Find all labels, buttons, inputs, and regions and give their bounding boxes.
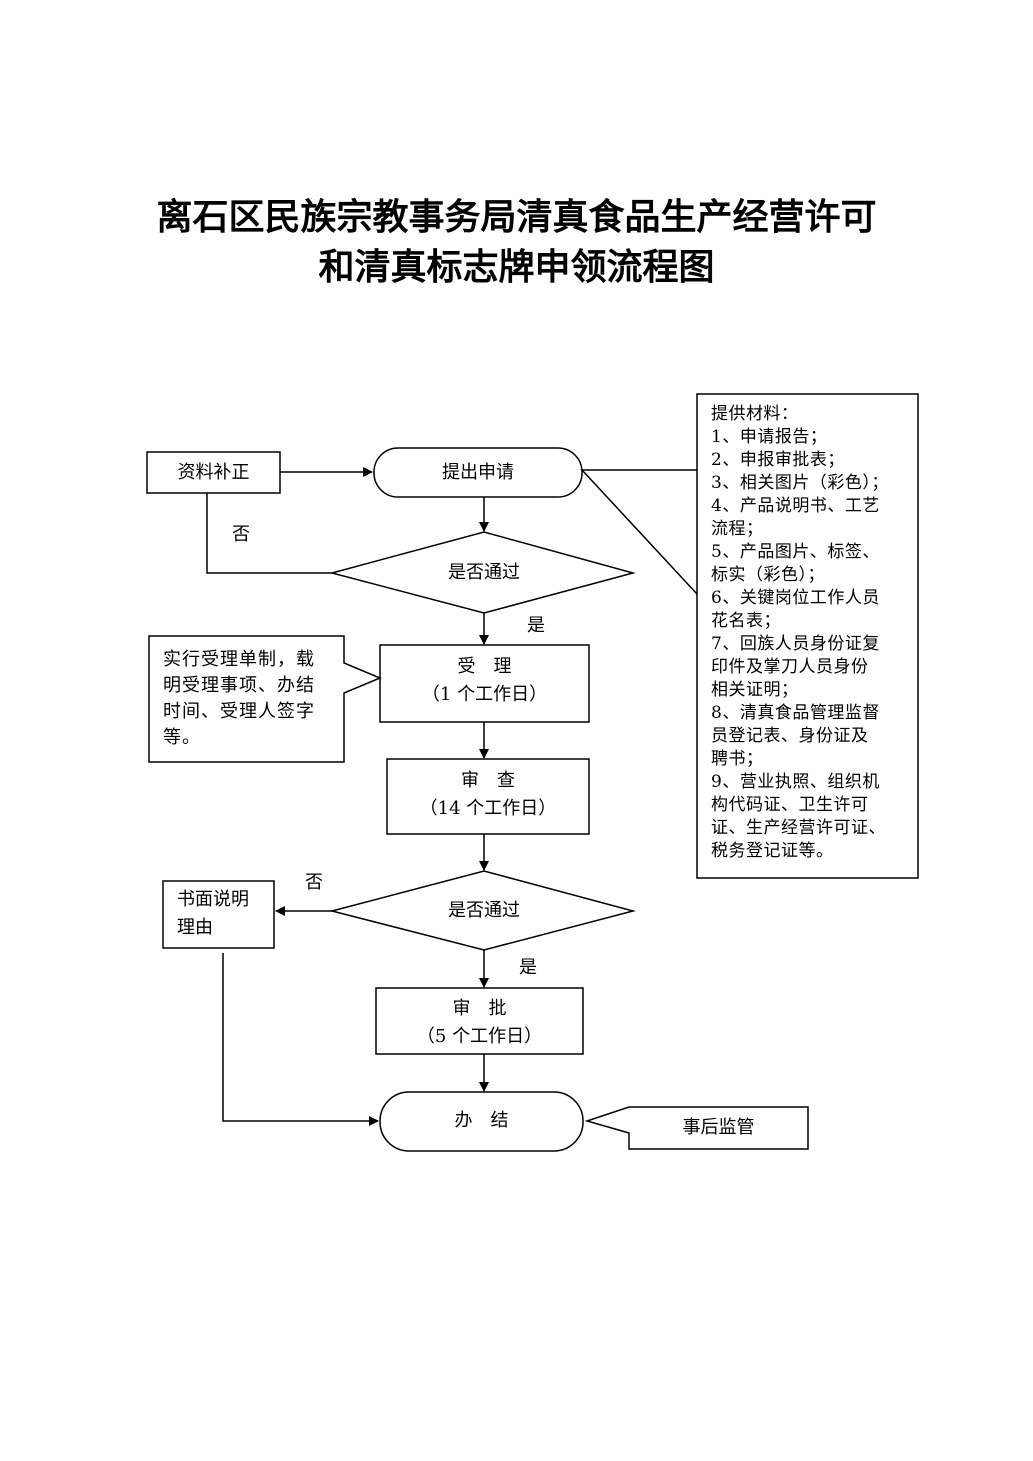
explain-box — [162, 880, 275, 949]
materials-line: 聘书； — [711, 749, 764, 769]
materials-line: 流程； — [711, 519, 764, 539]
materials-line: 标实（彩色）； — [711, 565, 825, 585]
check2-label: 是否通过 — [448, 900, 520, 921]
materials-line: 3、相关图片（彩色）； — [711, 473, 889, 493]
review-box — [386, 758, 590, 835]
submit-terminal — [373, 447, 583, 498]
no-label-1: 否 — [232, 524, 250, 545]
check1-label: 是否通过 — [448, 562, 520, 583]
materials-line: 5、产品图片、标签、 — [711, 542, 880, 562]
line-submit-to-materials — [580, 469, 698, 595]
materials-line: 2、申报审批表； — [711, 450, 845, 470]
yes-label-1: 是 — [527, 615, 545, 636]
approve-duration: （5 个工作日） — [416, 1026, 543, 1047]
acceptance-note-text: 实行受理单制，载 明受理事项、办结 时间、受理人签字 等。 — [163, 647, 339, 751]
materials-line: 提供材料： — [711, 404, 799, 424]
line-check1-no — [206, 493, 332, 574]
page-title-line-1: 离石区民族宗教事务局清真食品生产经营许可 — [156, 197, 877, 238]
materials-line: 9、营业执照、组织机 — [711, 772, 880, 792]
materials-line: 花名表； — [711, 611, 781, 631]
complete-terminal — [379, 1091, 584, 1152]
acceptance-note-box — [148, 635, 382, 763]
note-line: 时间、受理人签字 — [163, 701, 315, 722]
materials-line: 1、申请报告； — [711, 427, 828, 447]
yes-label-2: 是 — [519, 957, 537, 978]
materials-line: 相关证明； — [711, 680, 799, 700]
supervise-label: 事后监管 — [682, 1117, 755, 1138]
materials-line: 证、生产经营许可证、 — [711, 818, 886, 838]
materials-line: 6、关键岗位工作人员 — [711, 588, 880, 608]
materials-line: 8、清真食品管理监督 — [711, 703, 880, 723]
approve-name: 审 批 — [452, 998, 507, 1019]
materials-line: 税务登记证等。 — [711, 841, 834, 861]
submit-label: 提出申请 — [442, 462, 514, 483]
supplement-label: 资料补正 — [177, 462, 250, 483]
materials-line: 7、回族人员身份证复 — [711, 634, 880, 654]
page-title-line-2: 和清真标志牌申领流程图 — [318, 247, 715, 288]
materials-line: 构代码证、卫生许可 — [711, 795, 869, 815]
complete-label: 办 结 — [454, 1110, 509, 1131]
note-line: 明受理事项、办结 — [163, 675, 315, 696]
review-duration: （14 个工作日） — [419, 798, 557, 819]
materials-list: 提供材料： 1、申请报告； 2、申报审批表； 3、相关图片（彩色）； 4、产品说… — [711, 403, 911, 863]
accept-name: 受 理 — [457, 656, 512, 677]
note-line: 实行受理单制，载 — [163, 649, 315, 670]
note-line: 等。 — [163, 727, 201, 748]
accept-duration: （1 个工作日） — [421, 684, 548, 705]
explain-line-1: 书面说明 — [177, 889, 249, 910]
supervise-box — [584, 1106, 809, 1150]
check1-diamond — [329, 531, 636, 614]
no-label-2: 否 — [305, 872, 323, 893]
approve-box — [375, 987, 584, 1055]
explain-line-2: 理由 — [177, 917, 213, 938]
materials-line: 印件及掌刀人员身份 — [711, 657, 869, 677]
arrow-explain-to-complete — [222, 953, 379, 1126]
review-name: 审 查 — [461, 770, 515, 791]
materials-line: 4、产品说明书、工艺 — [711, 496, 880, 516]
check2-diamond — [329, 870, 636, 951]
materials-line: 员登记表、身份证及 — [711, 726, 869, 746]
materials-box — [696, 393, 919, 879]
